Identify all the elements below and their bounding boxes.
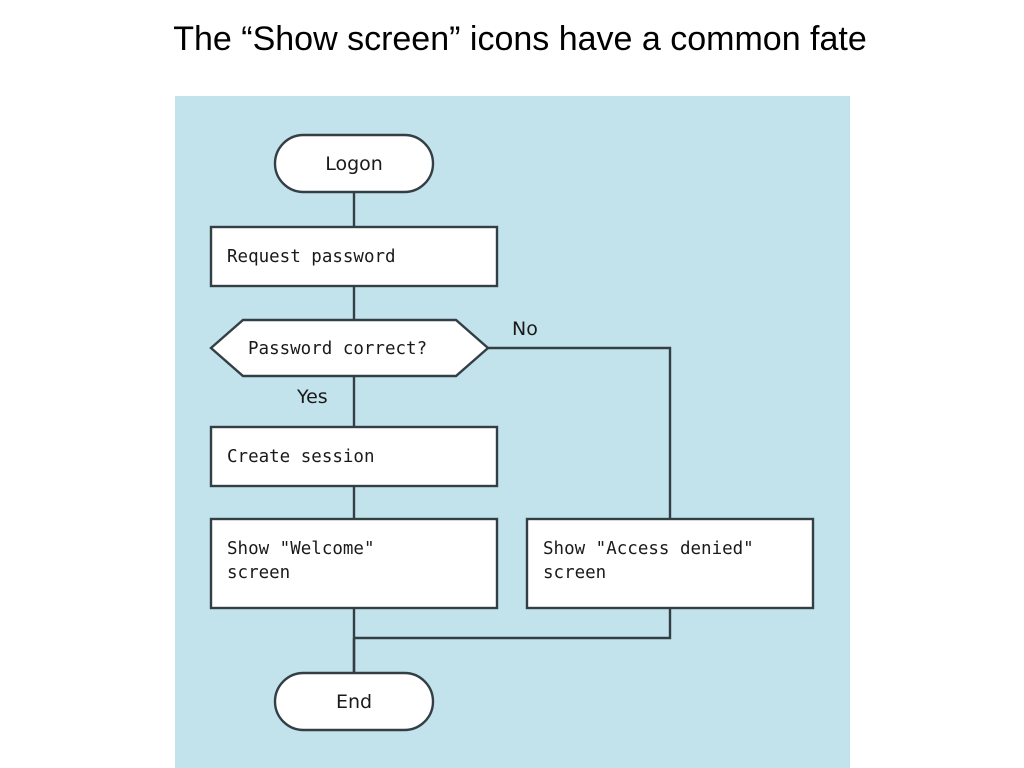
branch-label-no: No (512, 318, 538, 340)
node-session-shape[interactable] (209, 425, 499, 488)
node-denied-label-line1: Show "Access denied" (543, 539, 754, 559)
node-welcome-shape[interactable] (209, 517, 499, 610)
node-start-shape[interactable] (273, 133, 435, 194)
connector-denied-to-merge (354, 608, 672, 640)
node-decision-shape[interactable] (209, 318, 490, 378)
node-request-shape[interactable] (209, 225, 499, 288)
connector-decision-no (488, 346, 672, 519)
flowchart-diagram: Logon Request password Password correct?… (175, 96, 850, 768)
flowchart-svg (209, 133, 815, 732)
node-session-label: Create session (227, 447, 375, 467)
node-request-label: Request password (227, 247, 396, 267)
node-end-shape[interactable] (273, 671, 435, 732)
node-welcome-label-line1: Show "Welcome" (227, 539, 375, 559)
page-title: The “Show screen” icons have a common fa… (173, 20, 867, 58)
node-welcome-label-line2: screen (227, 563, 291, 583)
node-start-label: Logon (325, 153, 383, 175)
node-decision-label: Password correct? (248, 339, 428, 359)
node-denied-shape[interactable] (525, 517, 815, 610)
node-end-label: End (335, 691, 373, 713)
branch-label-yes: Yes (297, 386, 328, 408)
node-denied-label-line2: screen (543, 563, 607, 583)
